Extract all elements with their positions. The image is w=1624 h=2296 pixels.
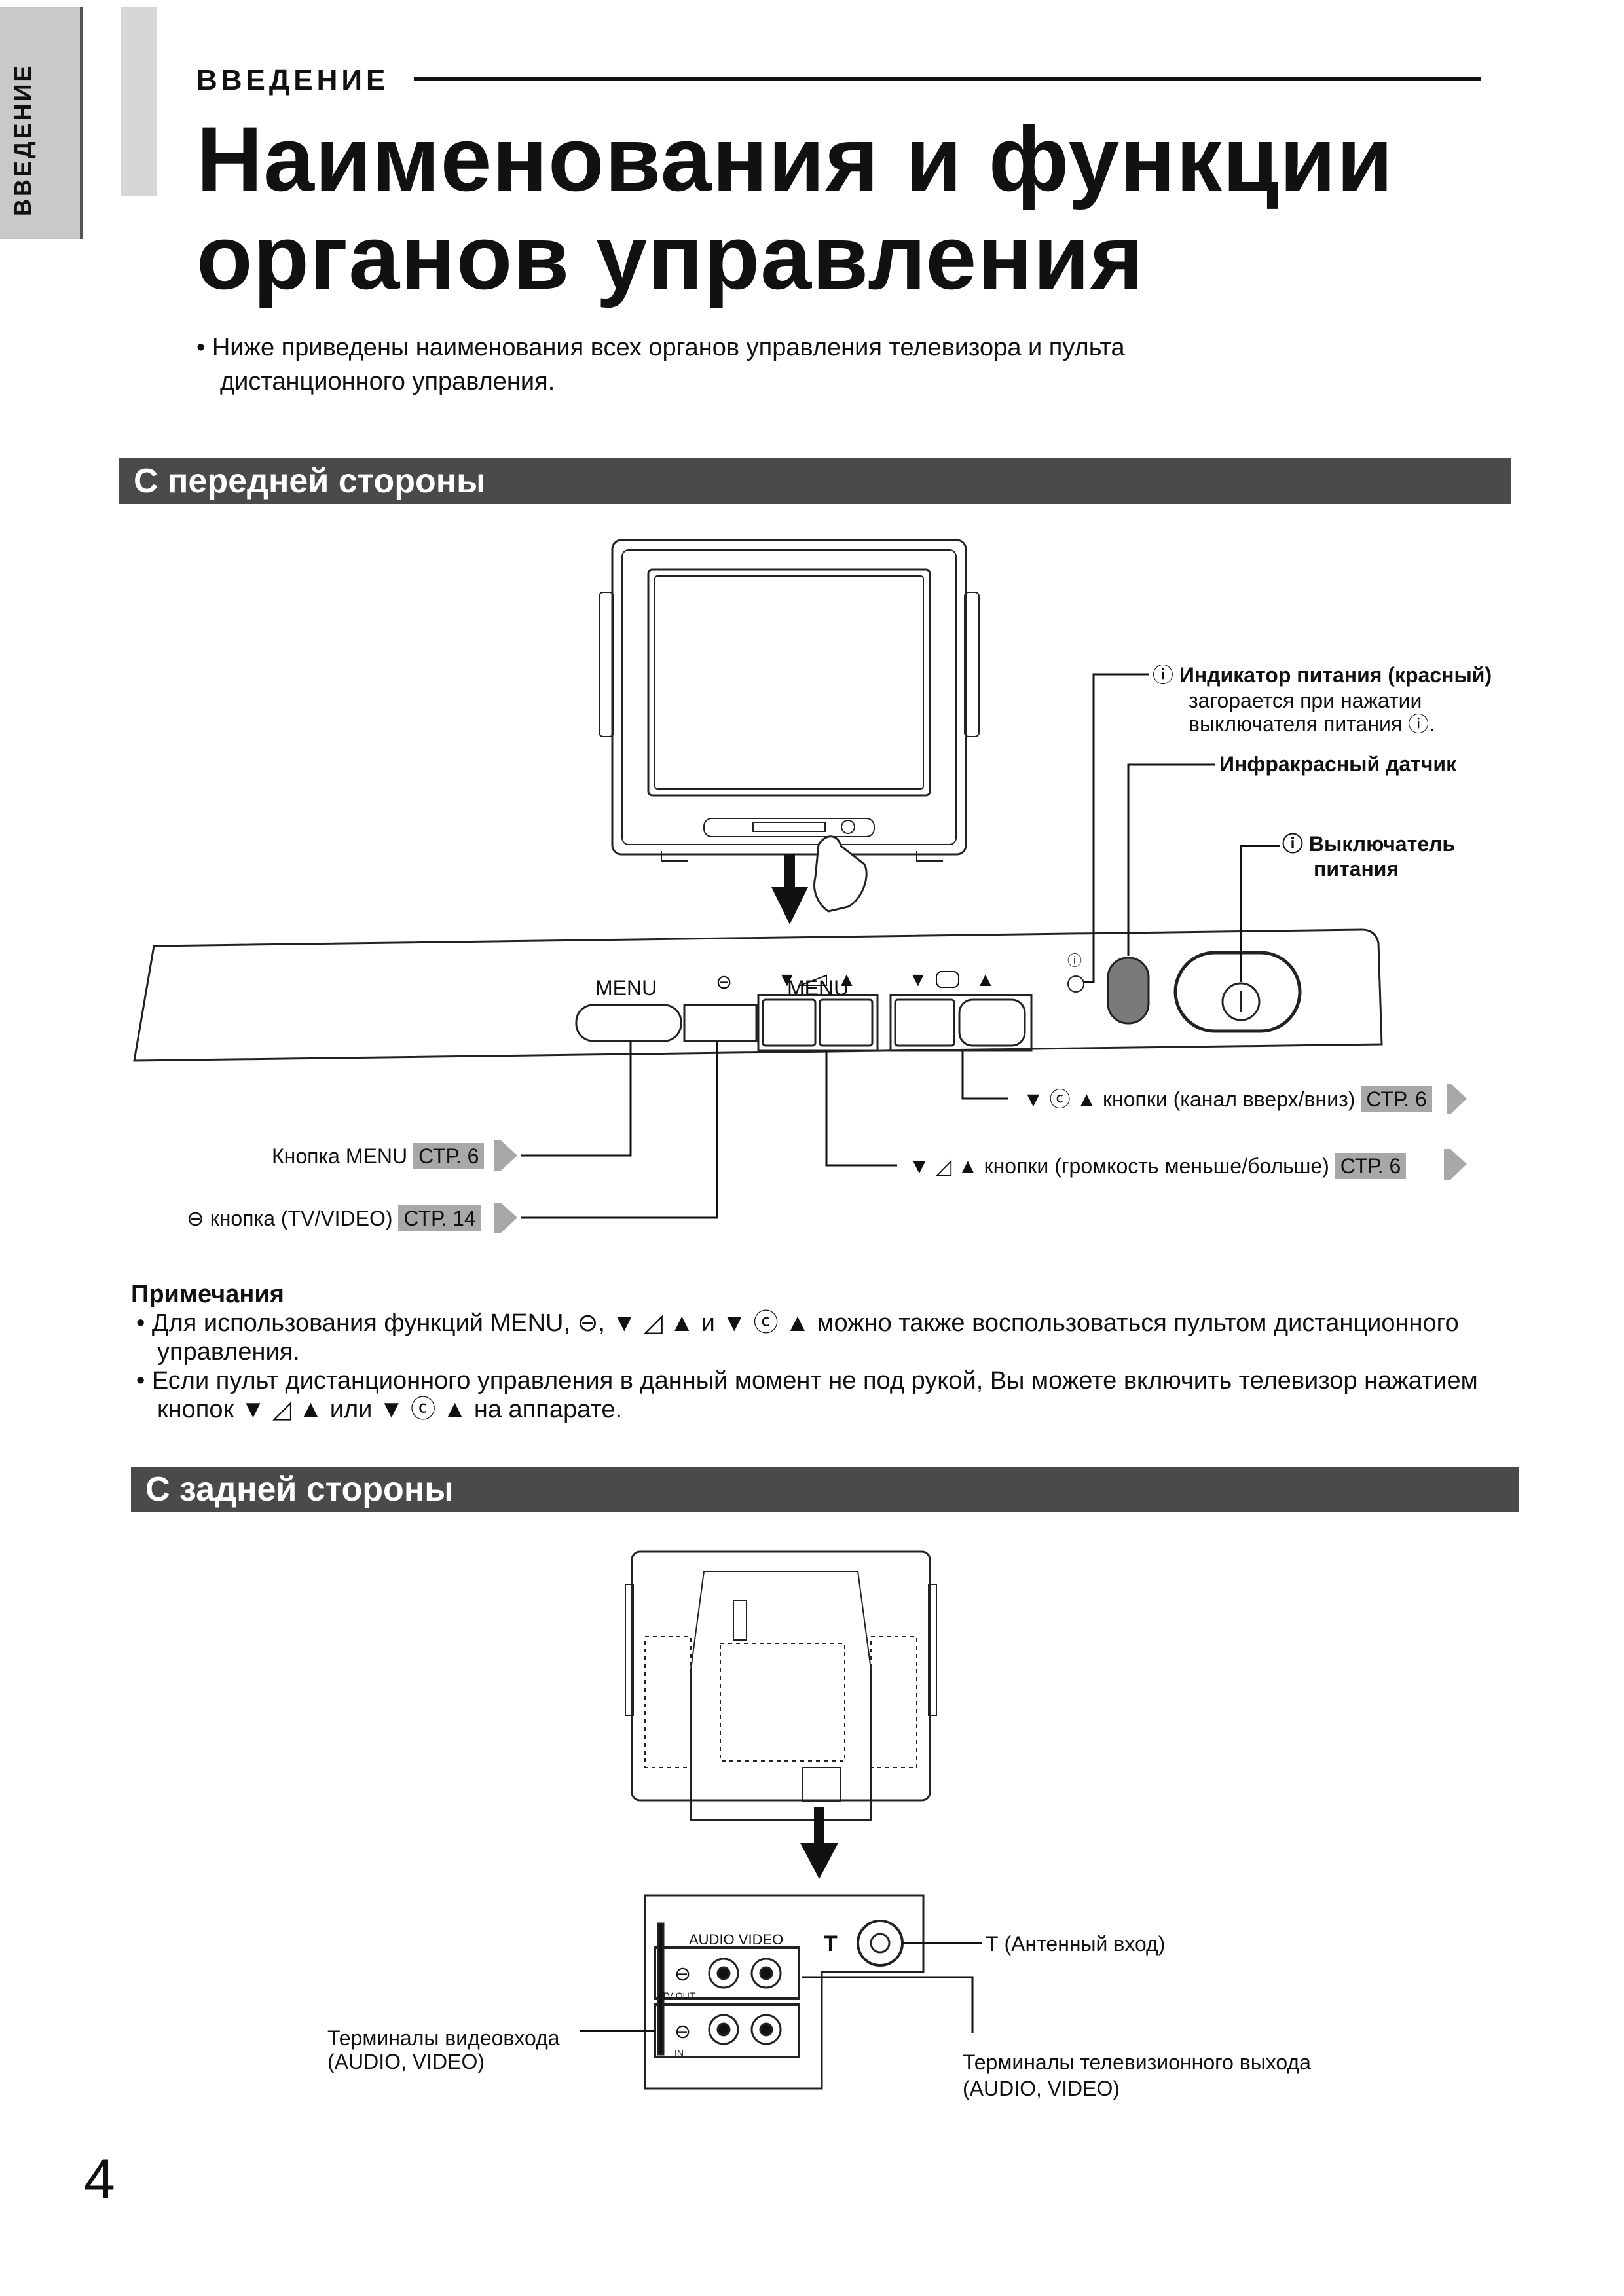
note-2-part-d: на аппарате. (473, 1396, 623, 1423)
note-1-part-c: управления. (157, 1338, 300, 1366)
svg-text:▼: ▼ (777, 969, 797, 991)
menu-button-text: Кнопка MENU (272, 1144, 408, 1168)
tv-front-illustration (599, 539, 980, 862)
svg-text:⊖: ⊖ (674, 1963, 691, 1985)
ch-symbols: ▼ ⓒ ▲ (1023, 1087, 1098, 1111)
side-tab: ВВЕДЕНИЕ (0, 7, 83, 239)
kicker-rule (414, 77, 1481, 81)
antenna-icon: Т (986, 1932, 999, 1956)
note-1-part-b: можно также воспользоваться пультом дист… (817, 1309, 1459, 1337)
intro-line-1: • Ниже приведены наименования всех орган… (196, 334, 1125, 361)
section-band-front: С передней стороны (119, 458, 1511, 504)
power-indicator-label: ⓘ Индикатор питания (красный) (1153, 663, 1492, 687)
front-heading: С передней стороны (134, 462, 486, 500)
power-switch-label: ⓘ Выключатель питания (1282, 831, 1455, 881)
page-ref-menu: СТР. 6 (413, 1143, 485, 1169)
video-in-label: Терминалы видеовхода (AUDIO, VIDEO) (327, 2026, 560, 2073)
panel-menu-label: MENU (787, 976, 849, 1000)
input-button-label: ⊖ кнопка (TV/VIDEO) СТР. 14 (187, 1205, 481, 1231)
tv-out-terminals-label: Терминалы телевизионного выхода (AUDIO, … (963, 2049, 1311, 2102)
intro-line-2: дистанционного управления. (220, 368, 555, 395)
power-switch-icon: ⓘ (1282, 832, 1304, 856)
power-switch-line-1: Выключатель (1308, 832, 1456, 856)
title-line-1: Наименования и функции (196, 107, 1394, 210)
svg-text:▲: ▲ (837, 969, 857, 991)
arrow-down-icon (771, 854, 808, 924)
rear-terminal-panel (644, 1894, 925, 2090)
svg-text:Т: Т (824, 1931, 838, 1956)
note-item-1: • Для использования функций MENU, ⊖, ▼ ◿… (136, 1309, 1459, 1366)
svg-text:▼: ▼ (908, 969, 928, 991)
audio-video-label: AUDIO VIDEO (689, 1931, 784, 1948)
tv-out-label: TV OUT (661, 1990, 695, 2001)
section-band-rear: С задней стороны (131, 1467, 1519, 1512)
page-ref-ch: СТР. 6 (1361, 1086, 1432, 1112)
panel-symbols: ⊖ ▼ ▲ ▼ ▲ ⓘ (716, 953, 1082, 993)
header-strip (121, 7, 157, 196)
note-2-part-c: или (329, 1396, 373, 1423)
arrow-down-rear-icon (800, 1807, 838, 1879)
callout-lines-front (521, 673, 1280, 1219)
rear-heading: С задней стороны (145, 1470, 454, 1508)
power-indicator-desc-1: загорается при нажатии (1189, 689, 1422, 712)
tv-out-line-2: (AUDIO, VIDEO) (963, 2077, 1120, 2100)
ch-buttons-label: ▼ ⓒ ▲ кнопки (канал вверх/вниз) СТР. 6 (1023, 1086, 1432, 1112)
ch-buttons-text: кнопки (канал вверх/вниз) (1103, 1087, 1356, 1111)
hand-pointer-icon (813, 835, 868, 913)
antenna-text: (Антенный вход) (1004, 1932, 1166, 1956)
notes-heading: Примечания (131, 1281, 284, 1308)
power-indicator-title: Индикатор питания (красный) (1179, 663, 1492, 687)
tv-rear-illustration (625, 1550, 937, 1821)
note-2-part-a: Если пульт дистанционного управления в д… (151, 1367, 1478, 1394)
note-item-2: • Если пульт дистанционного управления в… (136, 1367, 1478, 1423)
intro-text: • Ниже приведены наименования всех орган… (196, 331, 1125, 399)
power-switch-line-2: питания (1314, 857, 1399, 881)
svg-text:▲: ▲ (976, 969, 995, 991)
page-title: Наименования и функции органов управлени… (196, 110, 1393, 306)
notes-block: Примечания • Для использования функций M… (131, 1280, 1539, 1424)
power-icon: ⓘ (1408, 712, 1430, 736)
power-icon: ⓘ (1153, 663, 1174, 687)
ir-sensor-label: Инфракрасный датчик (1219, 752, 1457, 776)
power-indicator-desc-2: выключателя питания (1189, 712, 1403, 736)
rear-panel-symbols: Т ⊖ ⊖ (674, 1931, 838, 2043)
note-1-part-a: Для использования функций MENU, (151, 1309, 571, 1337)
page-ref-input: СТР. 14 (398, 1205, 481, 1231)
menu-button-label: Кнопка MENU СТР. 6 (272, 1143, 485, 1169)
svg-text:ⓘ: ⓘ (1067, 953, 1082, 969)
tv-out-line-1: Терминалы телевизионного выхода (963, 2050, 1311, 2074)
antenna-label: Т (Антенный вход) (986, 1931, 1165, 1956)
section-kicker: ВВЕДЕНИЕ (196, 64, 390, 96)
in-label: IN (674, 2048, 684, 2058)
video-in-line-1: Терминалы видеовхода (327, 2026, 560, 2050)
note-2-part-b: кнопок (157, 1396, 234, 1423)
vol-symbols: ▼ ◿ ▲ (909, 1154, 978, 1178)
title-line-2: органов управления (196, 206, 1145, 308)
svg-text:⊖: ⊖ (674, 2021, 691, 2043)
vol-buttons-label: ▼ ◿ ▲ кнопки (громкость меньше/больше) С… (909, 1153, 1407, 1179)
panel-menu-text: MENU (595, 976, 657, 1000)
power-indicator-desc: загорается при нажатии выключателя питан… (1189, 689, 1435, 736)
control-panel-illustration (133, 928, 1383, 1062)
svg-text:⊖: ⊖ (716, 972, 732, 993)
input-icon: ⊖ (187, 1207, 204, 1230)
callout-lines-rear (580, 1942, 982, 2033)
input-button-text: кнопка (TV/VIDEO) (210, 1207, 393, 1230)
page-ref-vol: СТР. 6 (1335, 1153, 1407, 1179)
video-in-line-2: (AUDIO, VIDEO) (327, 2050, 485, 2073)
vol-buttons-text: кнопки (громкость меньше/больше) (984, 1154, 1329, 1178)
page-number: 4 (84, 2148, 115, 2211)
page-ref-arrows (494, 1084, 1467, 1233)
